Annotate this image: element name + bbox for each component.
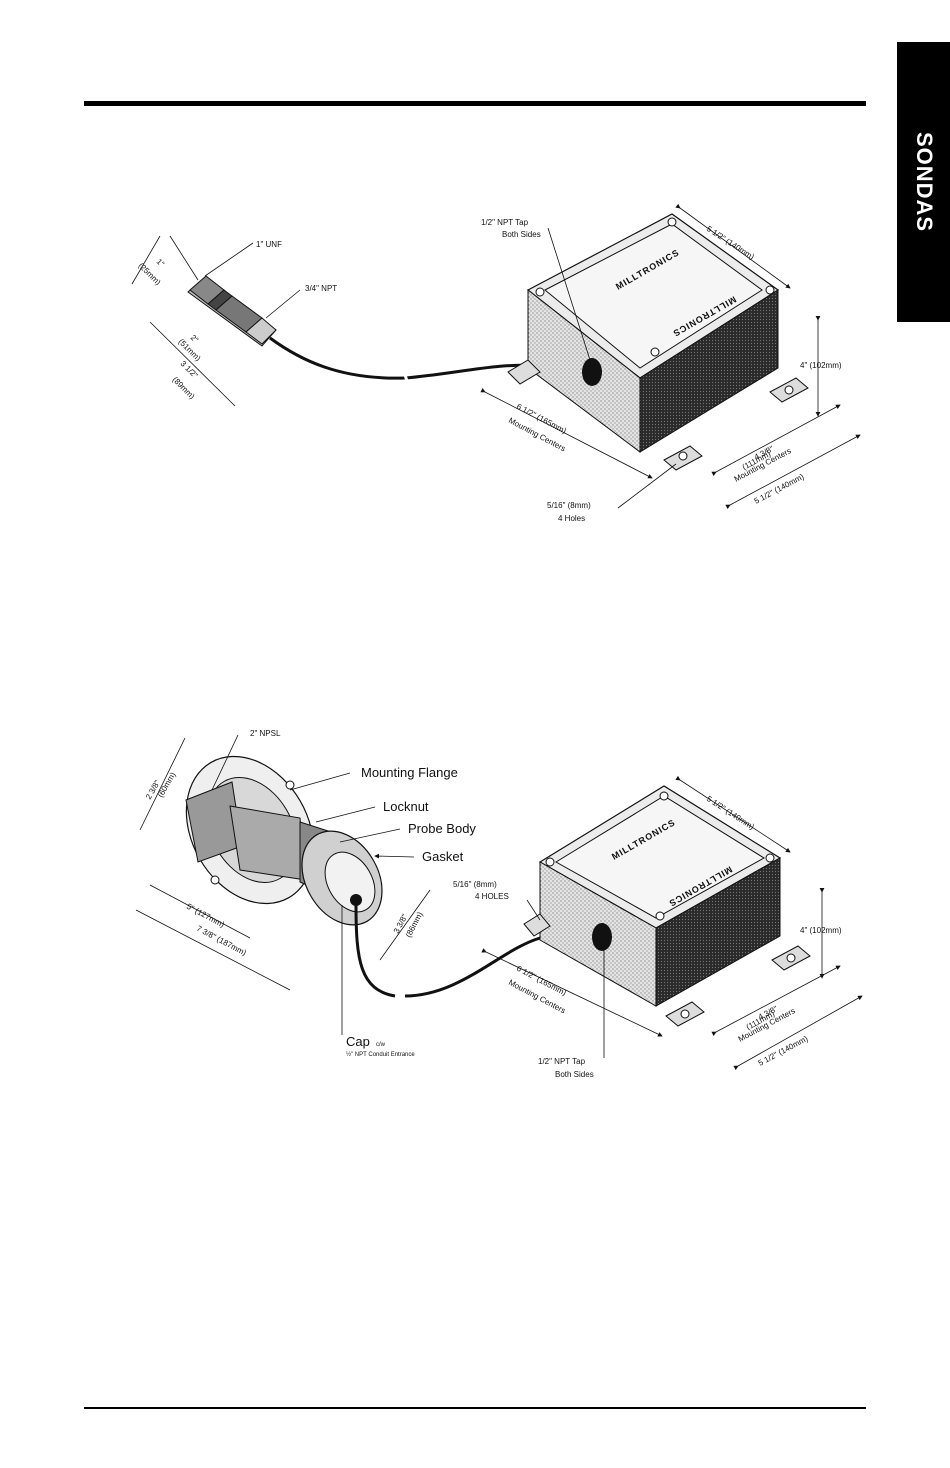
bottom-probe — [185, 755, 607, 1003]
top-figure: MILLTRONICS MILLTRONICS 1" UNF 3/4" NPT … — [131, 203, 861, 523]
bottom-label-height: 4" (102mm) — [800, 926, 842, 935]
bottom-rule — [84, 1407, 866, 1409]
bottom-label-gasket: Gasket — [422, 849, 464, 864]
bottom-label-locknut: Locknut — [383, 799, 429, 814]
top-dimensions — [131, 203, 861, 510]
bottom-label-338-b: (86mm) — [404, 910, 425, 939]
bottom-label-both-sides: Both Sides — [555, 1070, 594, 1079]
bottom-figure: MILLTRONICS MILLTRONICS 2" NPSL Mounting… — [135, 729, 863, 1079]
bottom-dimensions — [135, 734, 863, 1071]
top-label-npt-tap: 1/2" NPT Tap — [481, 218, 529, 227]
top-label-height: 4" (102mm) — [800, 361, 842, 370]
top-label-2in: 2" — [189, 333, 201, 345]
bottom-label-cap: Cap — [346, 1034, 370, 1049]
bottom-label-npt-tap: 1/2" NPT Tap — [538, 1057, 586, 1066]
top-enclosure: MILLTRONICS MILLTRONICS — [507, 213, 809, 471]
top-label-both-sides: Both Sides — [502, 230, 541, 239]
top-label-1in: 1" — [155, 257, 167, 269]
top-label-holes-1: 5/16" (8mm) — [547, 501, 591, 510]
bottom-label-probe-body: Probe Body — [408, 821, 476, 836]
bottom-label-holes-1: 5/16" (8mm) — [453, 880, 497, 889]
bottom-label-holes-2: 4 HOLES — [475, 892, 509, 901]
top-label-51mm: (51mm) — [177, 337, 203, 363]
bottom-label-cap-conduit: ½" NPT Conduit Entrance — [346, 1051, 415, 1058]
top-label-holes-2: 4 Holes — [558, 514, 585, 523]
top-sensor — [187, 275, 593, 385]
bottom-label-mounting-flange: Mounting Flange — [361, 765, 458, 780]
bottom-label-5in: 5" (127mm) — [185, 902, 226, 930]
top-label-npt34: 3/4" NPT — [305, 284, 337, 293]
section-tab: SONDAS — [897, 42, 950, 322]
top-rule — [84, 101, 866, 106]
bottom-label-npsl: 2" NPSL — [250, 729, 281, 738]
bottom-label-cap-cw: c/w — [376, 1042, 386, 1048]
top-label-unf: 1" UNF — [256, 240, 282, 249]
